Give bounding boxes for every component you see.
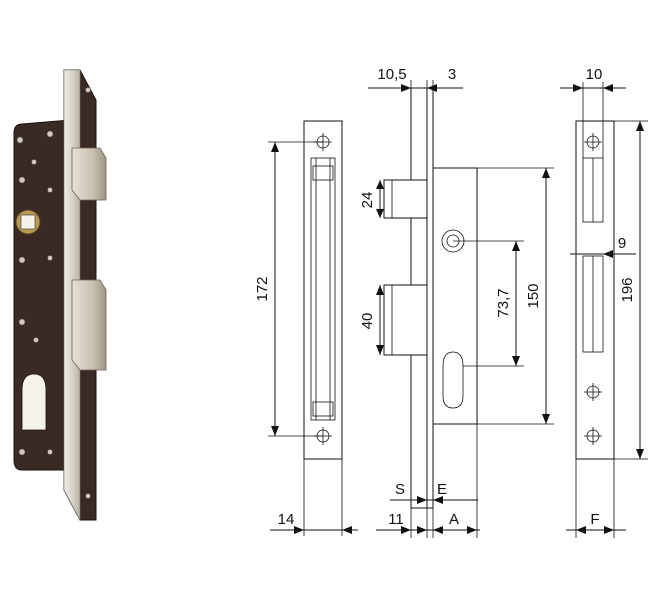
side-plate-thin (426, 87, 434, 509)
screw-7 (47, 255, 53, 261)
dim-73-7: 73,7 (495, 288, 512, 317)
lock-latch (71, 147, 107, 201)
dim-s: S (395, 481, 405, 498)
screw-11 (47, 449, 53, 455)
screw-5 (47, 187, 53, 193)
front-plate (303, 120, 343, 460)
dim-e: E (437, 481, 447, 498)
lock-deadbolt (71, 279, 107, 371)
side-cylinder (442, 351, 464, 409)
front-inner-slot (310, 157, 336, 421)
screw-3 (31, 159, 37, 165)
lock-cylinder-cutout (21, 373, 47, 431)
screw-2 (46, 130, 54, 138)
dim-10-5: 10,5 (377, 66, 406, 83)
lock-spindle-square (20, 214, 36, 230)
side-bolt (383, 284, 428, 356)
side-case (432, 167, 478, 425)
dim-9: 9 (618, 235, 626, 252)
strike-screw-2 (584, 383, 602, 401)
front-slot-bottom (312, 401, 334, 417)
dim-24: 24 (359, 192, 376, 209)
dim-a: A (449, 511, 459, 528)
dim-10: 10 (586, 66, 603, 83)
dim-150: 150 (525, 283, 542, 308)
front-slot-top (312, 165, 334, 181)
screw-8 (18, 318, 26, 326)
dim-3: 3 (448, 66, 456, 83)
screw-6 (18, 256, 26, 264)
lock-photo (13, 69, 107, 521)
lock-screws (16, 87, 91, 499)
dim-11: 11 (388, 511, 404, 528)
dim-14: 14 (278, 511, 295, 528)
dim-f: F (590, 511, 599, 528)
dim-196: 196 (619, 277, 636, 302)
side-latch (383, 179, 428, 219)
dim-40: 40 (359, 313, 376, 330)
dim-172: 172 (254, 276, 271, 301)
screw-13 (85, 493, 91, 499)
screw-4 (18, 176, 26, 184)
front-view: 172 14 (254, 120, 358, 536)
screw-12 (85, 87, 91, 93)
strike-view: 10 9 196 F (560, 66, 648, 538)
strike-plate (575, 120, 615, 460)
strike-screw-3 (584, 427, 602, 445)
screw-10 (18, 448, 26, 456)
side-view: 10,5 3 24 40 73,7 150 S E (359, 66, 554, 538)
screw-9 (33, 337, 39, 343)
screw-1 (16, 136, 24, 144)
strike-screw-1 (584, 133, 602, 151)
